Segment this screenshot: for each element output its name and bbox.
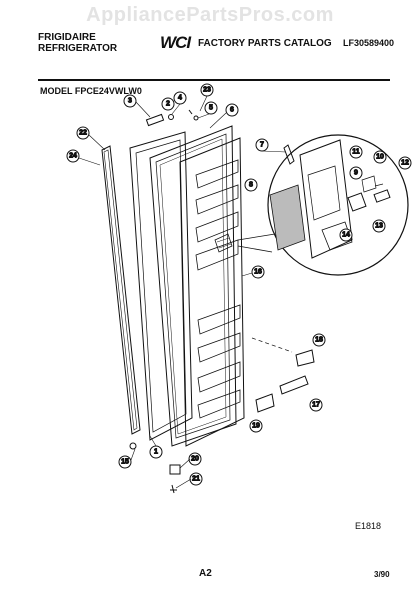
svg-text:9: 9 bbox=[354, 170, 358, 177]
header-rule bbox=[38, 79, 390, 81]
wci-logo: WCI bbox=[160, 33, 191, 52]
callout-8: 8 bbox=[244, 178, 258, 192]
callout-15: 15 bbox=[118, 455, 132, 469]
svg-text:12: 12 bbox=[401, 160, 409, 167]
callout-11: 11 bbox=[349, 145, 363, 159]
svg-text:6: 6 bbox=[230, 107, 234, 114]
brand-block: FRIGIDAIRE REFRIGERATOR bbox=[38, 32, 117, 54]
callout-18: 18 bbox=[312, 333, 326, 347]
catalog-title: FACTORY PARTS CATALOG bbox=[198, 38, 332, 49]
svg-text:16: 16 bbox=[254, 269, 262, 276]
svg-text:3: 3 bbox=[128, 98, 132, 105]
svg-text:22: 22 bbox=[79, 130, 87, 137]
detail-leader bbox=[237, 245, 273, 253]
svg-text:8: 8 bbox=[249, 182, 253, 189]
callout-13: 13 bbox=[372, 219, 386, 233]
svg-text:2: 2 bbox=[166, 101, 170, 108]
door-trim-strip bbox=[101, 145, 141, 435]
svg-text:23: 23 bbox=[203, 87, 211, 94]
callout-6: 6 bbox=[225, 103, 239, 117]
svg-text:5: 5 bbox=[209, 105, 213, 112]
callout-19: 19 bbox=[249, 419, 263, 433]
callout-16: 16 bbox=[251, 265, 265, 279]
catalog-date: 3/90 bbox=[374, 570, 390, 579]
svg-text:7: 7 bbox=[260, 142, 264, 149]
callout-4: 4 bbox=[173, 91, 187, 105]
callout-10: 10 bbox=[373, 150, 387, 164]
detail-leader bbox=[237, 233, 276, 241]
callout-17: 17 bbox=[309, 398, 323, 412]
model-label: MODEL FPCE24VWLW0 bbox=[40, 86, 142, 96]
door-gasket-outer bbox=[129, 131, 193, 441]
catalog-number: LF30589400 bbox=[343, 38, 395, 48]
svg-text:20: 20 bbox=[191, 456, 199, 463]
svg-text:19: 19 bbox=[252, 423, 260, 430]
shelf-parts bbox=[251, 337, 315, 413]
brand-name: FRIGIDAIRE bbox=[38, 32, 96, 43]
door-panel bbox=[179, 137, 245, 447]
svg-text:15: 15 bbox=[121, 459, 129, 466]
watermark: AppliancePartsPros.com bbox=[86, 4, 334, 26]
svg-text:14: 14 bbox=[342, 232, 350, 239]
callout-5: 5 bbox=[204, 101, 218, 115]
callout-3: 3 bbox=[123, 94, 137, 108]
svg-text:11: 11 bbox=[352, 149, 360, 156]
callout-21: 21 bbox=[189, 472, 203, 486]
callout-14: 14 bbox=[339, 228, 353, 242]
callout-22: 22 bbox=[76, 126, 90, 140]
svg-text:17: 17 bbox=[312, 402, 320, 409]
callout-leaders bbox=[78, 95, 287, 489]
svg-text:24: 24 bbox=[69, 153, 77, 160]
figure-code: E1818 bbox=[355, 521, 382, 531]
callout-24: 24 bbox=[66, 149, 80, 163]
callout-23: 23 bbox=[200, 83, 214, 97]
top-hinge bbox=[145, 109, 199, 127]
callout-12: 12 bbox=[398, 156, 412, 170]
svg-text:10: 10 bbox=[376, 154, 384, 161]
svg-text:18: 18 bbox=[315, 337, 323, 344]
callout-20: 20 bbox=[188, 452, 202, 466]
callout-1: 1 bbox=[149, 445, 163, 459]
svg-text:1: 1 bbox=[154, 449, 158, 456]
callout-7: 7 bbox=[255, 138, 269, 152]
svg-text:13: 13 bbox=[375, 223, 383, 230]
page-number: A2 bbox=[199, 568, 212, 579]
svg-text:21: 21 bbox=[192, 476, 200, 483]
callout-9: 9 bbox=[349, 166, 363, 180]
bottom-hinge bbox=[129, 442, 181, 494]
callout-2: 2 bbox=[161, 97, 175, 111]
product-type: REFRIGERATOR bbox=[38, 43, 118, 54]
dispenser-detail bbox=[267, 134, 409, 276]
door-gasket-inner bbox=[149, 125, 237, 447]
svg-text:4: 4 bbox=[178, 95, 182, 102]
